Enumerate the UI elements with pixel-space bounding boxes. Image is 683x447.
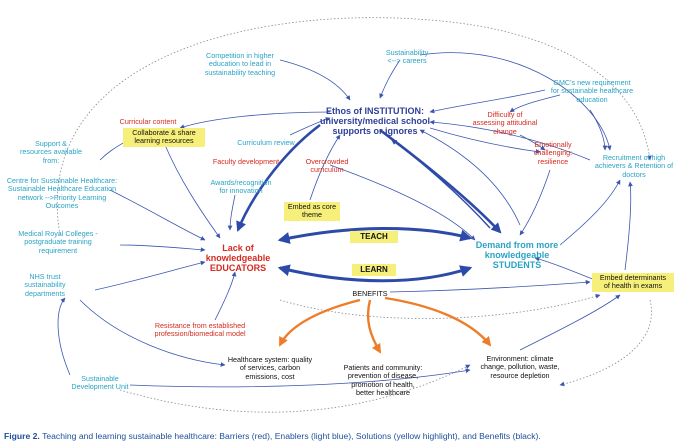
link-centre-lack [109, 189, 206, 241]
benefit-arrow-environment [384, 296, 492, 347]
node-sustainable-development-unit: Sustainable Development Unit [71, 374, 129, 392]
node-demand-students: Demand from more knowledgeable STUDENTS [475, 240, 559, 270]
link-nhs-lack [94, 260, 206, 291]
dotted-loop-top [57, 17, 652, 236]
arrow-ethos-to-lack [236, 123, 321, 232]
benefit-arrow-healthcare [278, 298, 361, 347]
link-difficulty-emotional [519, 134, 546, 151]
link-recruit-ethos [429, 119, 591, 161]
link-nhs-healthcare [79, 299, 226, 367]
arrow-demand-to-ethos [391, 139, 491, 229]
dotted-loop-right [559, 299, 652, 387]
arrow-ethos-to-demand [379, 128, 502, 234]
link-competition-ethos [279, 59, 351, 101]
link-ethos-collab [179, 111, 331, 129]
link-sdu-environment [129, 368, 471, 388]
diagram-canvas [57, 17, 652, 413]
caption-text: Teaching and learning sustainable health… [42, 431, 541, 441]
node-sustainability-careers: Sustainability <--> careers [385, 48, 429, 66]
link-emotional-demand [519, 169, 551, 236]
node-curricular-content: Curricular content [119, 117, 177, 126]
link-embed-det-recruit [624, 181, 633, 271]
link-careers-recruit [419, 52, 612, 151]
node-patients-community: Patients and community: prevention of di… [343, 363, 423, 398]
link-resistance-lack [214, 271, 237, 321]
link-environment-embed [519, 294, 621, 351]
link-sdu-nhs [57, 297, 71, 376]
link-gmc-ethos [429, 89, 546, 114]
link-collab-lack [164, 144, 221, 239]
link-review-ethos [289, 117, 331, 136]
node-faculty-development: Faculty development [212, 157, 280, 166]
link-benefits-embed [389, 279, 591, 293]
link-demand-ethos-thin [419, 129, 521, 226]
node-support-resources: Support & resources available from: [20, 139, 82, 165]
node-nhs-trust: NHS trust sustainability departments [24, 272, 66, 298]
node-teach: TEACH [350, 231, 398, 243]
learn-arrow [277, 264, 473, 283]
node-embed-core-theme: Embed as core theme [284, 202, 340, 221]
node-resistance: Resistance from established profession/b… [154, 321, 246, 339]
link-embed-det-demand [534, 256, 596, 281]
teach-arrow [277, 227, 473, 244]
link-gmc-difficulty [509, 94, 561, 113]
benefit-arrow-patients [366, 299, 382, 354]
node-emotionally-challenging: Emotionally challenging: resilience [533, 140, 573, 166]
node-benefits: BENEFITS [352, 289, 388, 298]
node-overcrowded-curriculum: Overcrowded curriculum [305, 157, 349, 175]
node-recruitment: Recruitment of high achievers & Retentio… [594, 153, 674, 179]
figure-caption: Figure 2. Teaching and learning sustaina… [4, 431, 680, 441]
dotted-loop-bottom [279, 293, 601, 319]
link-gmc-recruit [589, 109, 608, 151]
link-ethos-emotional [429, 127, 541, 154]
node-ethos-institution: Ethos of INSTITUTION: university/medical… [319, 106, 431, 136]
node-collaborate-share: Collaborate & share learning resources [123, 128, 205, 147]
node-healthcare-system: Healthcare system: quality of services, … [227, 355, 313, 381]
node-royal-colleges: Medical Royal Colleges - postgraduate tr… [18, 229, 98, 255]
node-awards-recognition: Awards/recognition for innovation [210, 178, 272, 196]
node-embed-determinants: Embed determinants of health in exams [592, 273, 674, 292]
caption-label: Figure 2. [4, 431, 40, 441]
node-difficulty-assessing: Difficulty of assessing attitudinal chan… [472, 110, 538, 136]
link-careers-ethos [379, 59, 401, 99]
dotted-loop-sdu [119, 364, 471, 413]
node-lack-of-educators: Lack of knowledgeable EDUCATORS [205, 243, 271, 273]
node-gmc-requirement: GMC's new requirement for sustainable he… [550, 78, 634, 104]
link-demand-recruit [559, 179, 621, 246]
node-environment: Environment: climate change, pollution, … [480, 354, 560, 380]
node-curriculum-review: Curriculum review [237, 138, 295, 147]
link-embed-core-ethos [309, 134, 341, 201]
node-competition: Competition in higher education to lead … [204, 51, 276, 77]
link-royal-lack [119, 244, 206, 253]
link-awards-lack [227, 194, 236, 231]
node-centre-sustainable-healthcare: Centre for Sustainable Healthcare: Susta… [6, 176, 118, 211]
link-overcrowded-demand [329, 164, 476, 241]
node-learn: LEARN [352, 264, 396, 276]
